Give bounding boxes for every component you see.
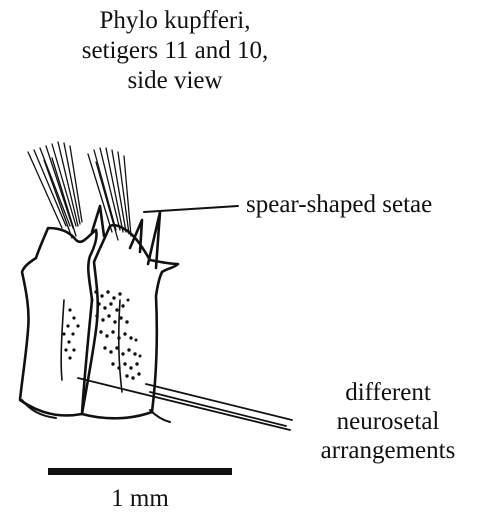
label-neuro-line-3: arrangements [288,436,488,465]
label-neuro-line-2: neurosetal [288,407,488,436]
leader-spear [144,206,238,212]
setae-bundle-left [28,142,82,238]
setiger-11-outline [20,228,97,415]
setiger-10-outline [82,225,178,418]
label-neurosetal-arrangements: different neurosetal arrangements [288,378,488,465]
scale-bar-label: 1 mm [50,484,230,513]
label-spear-shaped-setae: spear-shaped setae [246,190,432,219]
leader-neuro-b [146,384,292,420]
scale-bar [48,468,232,475]
leader-neuro-a [78,378,290,430]
label-neuro-line-1: different [288,378,488,407]
neurosetal-dots [62,290,141,379]
